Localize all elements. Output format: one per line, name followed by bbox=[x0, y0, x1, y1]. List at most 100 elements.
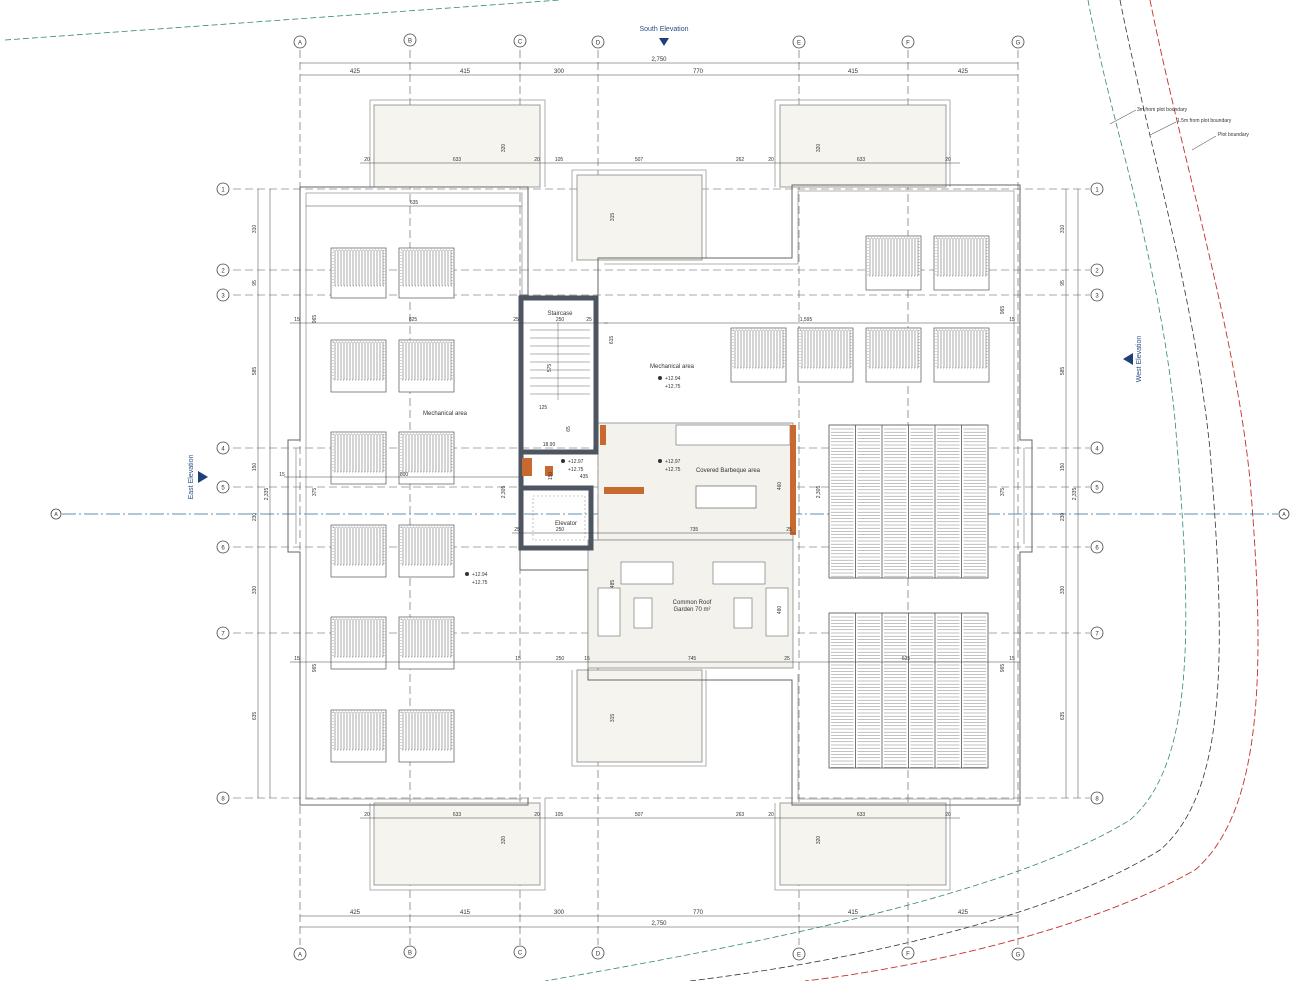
solar-panel bbox=[398, 431, 455, 485]
bal-bot-depth-left: 320 bbox=[501, 836, 507, 845]
dim-485: 485 bbox=[610, 580, 616, 589]
right-dim-2: 95 bbox=[1060, 280, 1066, 286]
bal-top-dim-5: 507 bbox=[635, 157, 644, 163]
dim-15-c: 15 bbox=[279, 472, 285, 478]
bal-top-dim-3: 20 bbox=[534, 157, 540, 163]
left-dim-7: 635 bbox=[252, 712, 258, 721]
bal-bot-dim-6: 263 bbox=[736, 812, 745, 818]
grid-bubble-3-right: 3 bbox=[1095, 294, 1099, 300]
level-mech-left-1: +12.94 bbox=[472, 572, 488, 578]
bal-top-dim-9: 20 bbox=[945, 157, 951, 163]
grid-bubble-6-right: 6 bbox=[1095, 546, 1099, 552]
grid-bubble-a-bottom: A bbox=[298, 953, 302, 959]
bottom-total-dim: 2,750 bbox=[651, 921, 667, 927]
grid-bubble-g-bottom: G bbox=[1016, 953, 1021, 959]
bal-top-depth-left: 320 bbox=[501, 144, 507, 153]
dim-460: 460 bbox=[777, 482, 783, 491]
left-dim-6: 330 bbox=[252, 586, 258, 595]
solar-panel bbox=[398, 524, 455, 578]
bottom-dim-6: 425 bbox=[958, 910, 969, 916]
solar-panel bbox=[933, 235, 990, 291]
dim-15-b: 15 bbox=[1009, 317, 1015, 323]
left-dim-1: 310 bbox=[252, 225, 258, 234]
bottom-dim-2: 415 bbox=[460, 910, 471, 916]
grid-bubbles-bottom: A B C D E F G bbox=[293, 945, 1025, 961]
pv-array-lower bbox=[828, 612, 989, 769]
top-dim-4: 770 bbox=[693, 69, 704, 75]
grid-bubble-c-bottom: C bbox=[518, 951, 523, 957]
grid-bubble-4-left: 4 bbox=[221, 447, 225, 453]
level-mech-left-2: +12.75 bbox=[472, 580, 488, 586]
staircase-label: Staircase bbox=[547, 311, 573, 317]
dim-965-left: 965 bbox=[312, 315, 318, 324]
left-total-dim: 2,335 bbox=[264, 488, 270, 501]
left-solar-panels bbox=[330, 247, 455, 763]
level-mech-right-2: +12.75 bbox=[665, 384, 681, 390]
boundary-label-1-5m: 1.5m from plot boundary bbox=[1177, 118, 1232, 124]
right-dim-5: 230 bbox=[1060, 513, 1066, 522]
dim-1890: 18.90 bbox=[543, 442, 556, 448]
solar-panel bbox=[797, 327, 854, 383]
dim-635-right: 635 bbox=[902, 656, 911, 662]
dim-435: 435 bbox=[580, 474, 589, 480]
dim-375-right: 375 bbox=[1000, 488, 1006, 497]
garden-label-line2: Garden 70 m² bbox=[673, 607, 710, 613]
dim-965-right: 965 bbox=[1000, 306, 1006, 315]
grid-bubble-7-right: 7 bbox=[1095, 632, 1099, 638]
bal-top-dim-8: 633 bbox=[857, 157, 866, 163]
grid-bubbles-right: 1 2 3 4 5 6 7 8 bbox=[1090, 182, 1104, 805]
south-elevation-label: South Elevation bbox=[639, 26, 688, 33]
dim-25-d: 25 bbox=[786, 527, 792, 533]
dim-25-b: 25 bbox=[586, 317, 592, 323]
grid-bubble-d-top: D bbox=[596, 41, 601, 47]
solar-panel bbox=[398, 709, 455, 763]
dim-2305-right: 2,305 bbox=[816, 486, 822, 499]
grid-bubble-f-top: F bbox=[906, 41, 910, 47]
balconies bbox=[369, 99, 951, 891]
dim-2305-left: 2,305 bbox=[501, 486, 507, 499]
boundary-label-plot: Plot boundary bbox=[1218, 132, 1249, 138]
dim-315-top: 315 bbox=[610, 213, 616, 222]
dim-965-right-b: 965 bbox=[1000, 664, 1006, 673]
bal-bot-dim-9: 20 bbox=[945, 812, 951, 818]
solar-panel bbox=[330, 247, 387, 299]
bal-top-dim-1: 20 bbox=[364, 157, 370, 163]
grid-bubble-5-right: 5 bbox=[1095, 486, 1099, 492]
top-dim-3: 300 bbox=[554, 69, 565, 75]
left-dim-4: 150 bbox=[252, 463, 258, 472]
dim-25-e: 25 bbox=[784, 656, 790, 662]
dim-635-left: 635 bbox=[410, 200, 419, 206]
bal-bot-dim-7: 20 bbox=[768, 812, 774, 818]
room-labels: Staircase Elevator Mechanical area Mecha… bbox=[423, 311, 761, 613]
grid-bubble-f-bottom: F bbox=[906, 952, 910, 958]
grid-bubble-e-bottom: E bbox=[797, 953, 801, 959]
level-mech-right-1: +12.94 bbox=[665, 376, 681, 382]
grid-bubbles-left: 1 2 3 4 5 6 7 8 bbox=[216, 182, 230, 805]
bal-bot-dim-5: 507 bbox=[635, 812, 644, 818]
level-markers: +12.94 +12.75 +12.94 +12.75 +12.97 +12.7… bbox=[465, 376, 681, 586]
bal-bot-dim-2: 633 bbox=[453, 812, 462, 818]
top-dim-1: 425 bbox=[350, 69, 361, 75]
stair-treads bbox=[530, 322, 590, 400]
dim-480: 480 bbox=[777, 606, 783, 615]
section-markers: A A bbox=[50, 508, 1290, 520]
top-dimensions: 2,750 425 415 300 770 415 425 bbox=[300, 57, 1018, 76]
mechanical-area-right-label: Mechanical area bbox=[650, 364, 695, 370]
dim-825: 825 bbox=[409, 317, 418, 323]
section-marker-right: A bbox=[1282, 512, 1286, 518]
balcony-dimensions: 20 633 20 105 507 262 20 633 20 320 320 … bbox=[360, 144, 960, 845]
level-bbq-2: +12.75 bbox=[665, 467, 681, 473]
bottom-dim-3: 300 bbox=[554, 910, 565, 916]
dim-15-f: 15 bbox=[584, 656, 590, 662]
right-dim-3: 585 bbox=[1060, 367, 1066, 376]
dim-15-e: 15 bbox=[515, 656, 521, 662]
right-total-dim: 2,335 bbox=[1072, 488, 1078, 501]
top-dim-5: 415 bbox=[848, 69, 859, 75]
dim-15-a: 15 bbox=[294, 317, 300, 323]
elevation-markers: South Elevation East Elevation West Elev… bbox=[188, 26, 1143, 499]
dim-735: 735 bbox=[690, 527, 699, 533]
dim-575: 575 bbox=[547, 364, 553, 373]
left-dim-5: 230 bbox=[252, 513, 258, 522]
bal-top-depth-right: 320 bbox=[816, 144, 822, 153]
level-landing-2: +12.75 bbox=[568, 467, 584, 473]
